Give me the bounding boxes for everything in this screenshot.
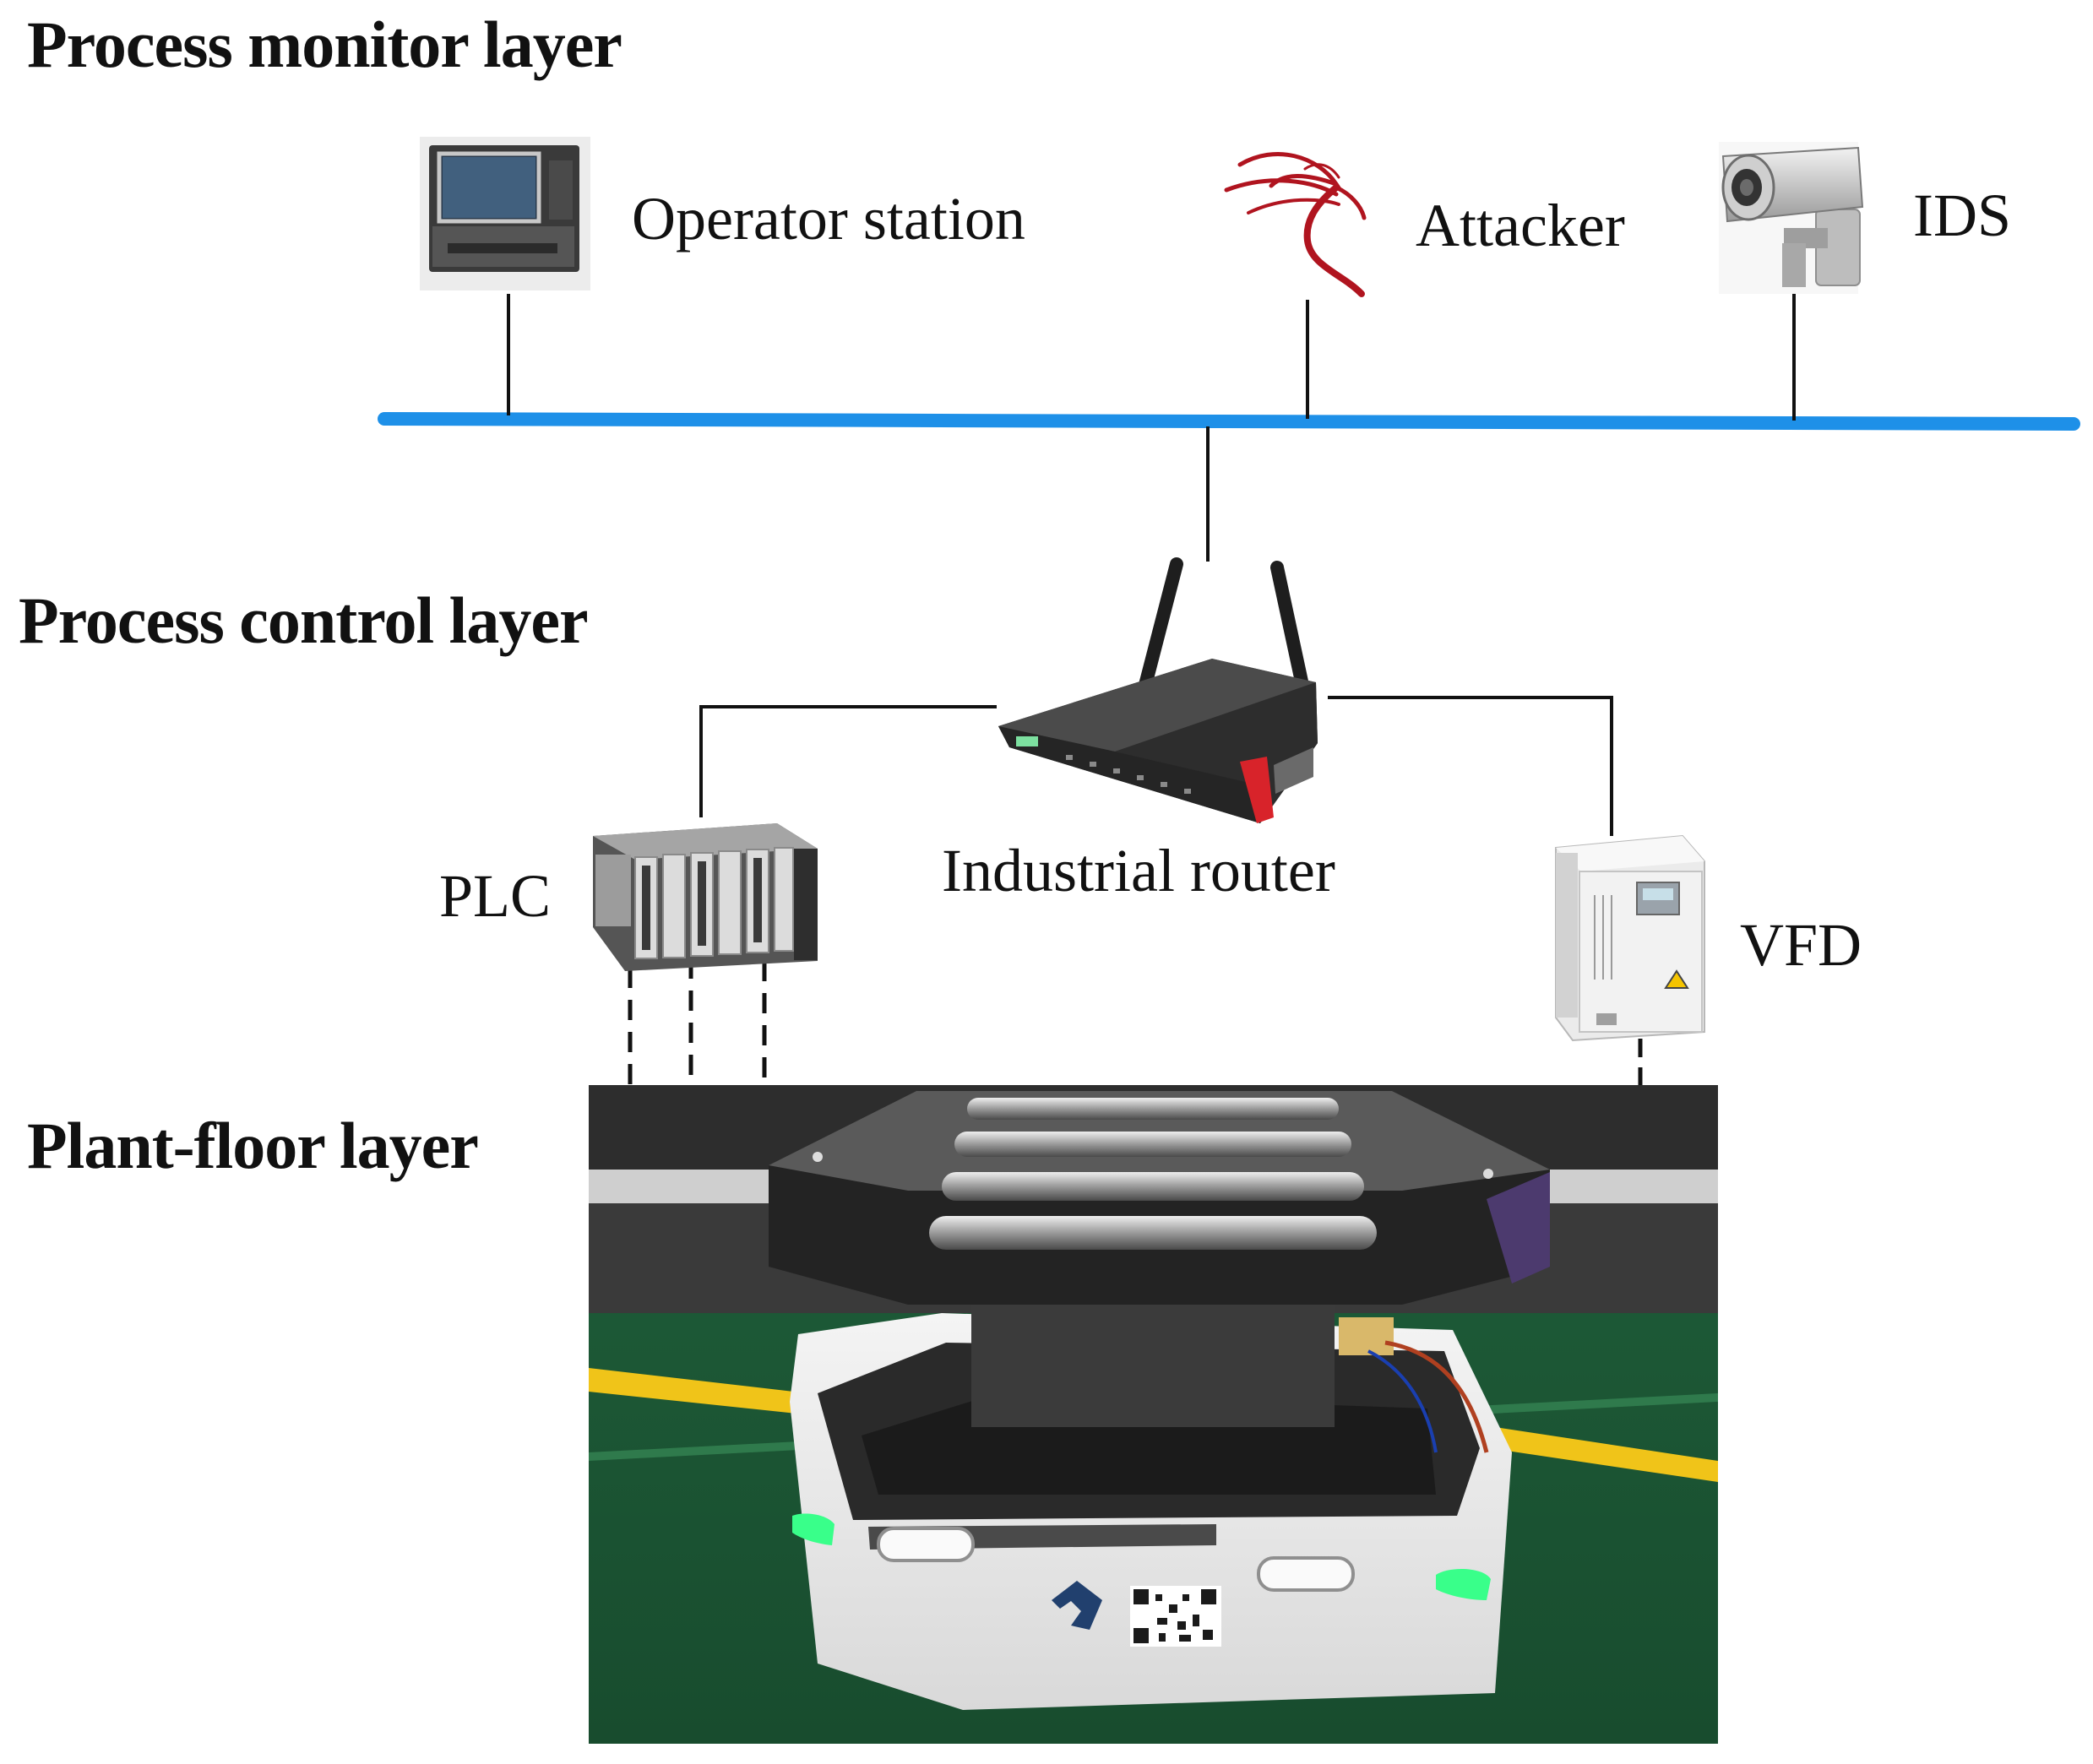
process-monitor-layer-title: Process monitor layer <box>27 8 622 81</box>
attacker-label: Attacker <box>1416 192 1625 259</box>
plant-floor-layer-title: Plant-floor layer <box>27 1109 479 1182</box>
agv-logo-mark <box>1052 1581 1102 1630</box>
network-bus <box>378 412 2080 431</box>
agv-rollers <box>929 1098 1377 1250</box>
router-plc-link <box>699 705 997 817</box>
operator-station-label: Operator station <box>632 185 1025 252</box>
ids-label: IDS <box>1913 182 2012 249</box>
security-camera-icon <box>1719 142 1864 294</box>
router-vfd-link <box>1328 696 1613 836</box>
kali-dragon-icon <box>1224 152 1367 297</box>
plc-label: PLC <box>439 862 552 930</box>
agv-qr-code <box>1130 1586 1221 1647</box>
industrial-router-label: Industrial router <box>942 837 1335 904</box>
industrial-router-icon <box>998 557 1318 823</box>
agv-robot-photo <box>589 1085 1718 1744</box>
plc-rack-icon <box>593 823 818 971</box>
industrial-computer-icon <box>420 137 590 290</box>
vfd-drive-icon <box>1555 834 1705 1042</box>
process-control-layer-title: Process control layer <box>19 583 589 657</box>
vfd-label: VFD <box>1740 911 1862 979</box>
